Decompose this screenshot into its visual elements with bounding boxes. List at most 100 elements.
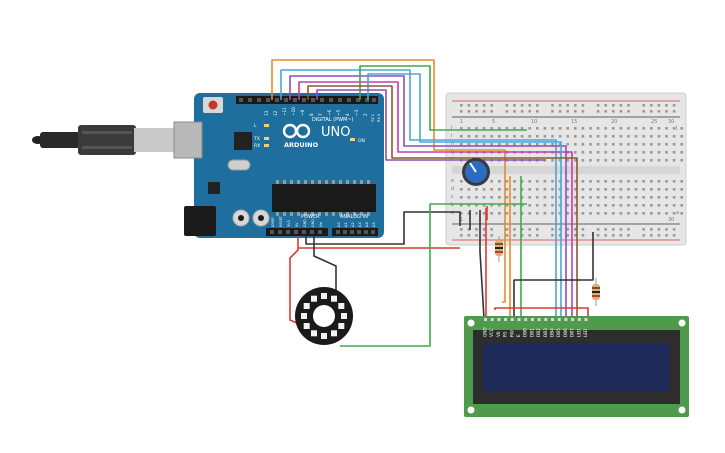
breadboard-hole[interactable] <box>634 212 638 215</box>
breadboard-hole[interactable] <box>672 104 676 107</box>
breadboard-hole[interactable] <box>520 127 524 130</box>
breadboard-hole[interactable] <box>551 234 554 237</box>
breadboard-hole[interactable] <box>642 196 645 199</box>
breadboard-hole[interactable] <box>460 110 463 113</box>
breadboard-hole[interactable] <box>460 212 463 215</box>
breadboard-hole[interactable] <box>612 151 615 154</box>
resistor-2[interactable] <box>592 278 600 306</box>
breadboard-hole[interactable] <box>604 104 607 107</box>
breadboard-hole[interactable] <box>566 188 569 191</box>
breadboard-hole[interactable] <box>574 228 577 231</box>
breadboard-hole[interactable] <box>520 228 524 231</box>
breadboard-hole[interactable] <box>672 159 676 162</box>
breadboard-hole[interactable] <box>551 143 554 146</box>
lcd-pin[interactable] <box>551 318 554 321</box>
breadboard-hole[interactable] <box>596 188 600 191</box>
breadboard-hole[interactable] <box>650 127 653 130</box>
breadboard-hole[interactable] <box>657 212 661 215</box>
breadboard-hole[interactable] <box>460 188 463 191</box>
resistor-1[interactable] <box>495 236 503 262</box>
breadboard-hole[interactable] <box>490 196 493 199</box>
breadboard-hole[interactable] <box>596 127 600 130</box>
breadboard-hole[interactable] <box>665 127 668 130</box>
breadboard-hole[interactable] <box>627 151 630 154</box>
breadboard-hole[interactable] <box>619 110 623 113</box>
breadboard-hole[interactable] <box>581 188 585 191</box>
breadboard-hole[interactable] <box>490 204 493 207</box>
breadboard-hole[interactable] <box>581 151 585 154</box>
breadboard-hole[interactable] <box>680 135 683 138</box>
breadboard-hole[interactable] <box>490 228 493 231</box>
breadboard-hole[interactable] <box>634 135 638 138</box>
breadboard-hole[interactable] <box>650 188 653 191</box>
breadboard-hole[interactable] <box>566 159 569 162</box>
breadboard-hole[interactable] <box>543 180 547 183</box>
breadboard-hole[interactable] <box>467 204 471 207</box>
breadboard-hole[interactable] <box>596 196 600 199</box>
breadboard-hole[interactable] <box>634 127 638 130</box>
breadboard-hole[interactable] <box>612 180 615 183</box>
breadboard-hole[interactable] <box>604 135 607 138</box>
breadboard-hole[interactable] <box>558 135 562 138</box>
breadboard-hole[interactable] <box>475 212 478 215</box>
breadboard-hole[interactable] <box>513 104 516 107</box>
lcd-pin[interactable] <box>584 318 588 321</box>
breadboard-hole[interactable] <box>505 143 509 146</box>
breadboard-hole[interactable] <box>642 110 645 113</box>
breadboard-hole[interactable] <box>551 188 554 191</box>
breadboard-hole[interactable] <box>574 188 577 191</box>
breadboard-hole[interactable] <box>482 234 486 237</box>
breadboard-hole[interactable] <box>528 188 531 191</box>
breadboard-hole[interactable] <box>657 110 661 113</box>
breadboard-hole[interactable] <box>672 127 676 130</box>
breadboard-hole[interactable] <box>589 159 592 162</box>
breadboard-hole[interactable] <box>513 180 516 183</box>
breadboard-hole[interactable] <box>650 180 653 183</box>
breadboard-hole[interactable] <box>505 212 509 215</box>
breadboard-hole[interactable] <box>672 180 676 183</box>
breadboard-hole[interactable] <box>490 188 493 191</box>
breadboard-hole[interactable] <box>475 188 478 191</box>
breadboard-hole[interactable] <box>558 180 562 183</box>
lcd-pin[interactable] <box>530 318 534 321</box>
breadboard-hole[interactable] <box>619 228 623 231</box>
breadboard-hole[interactable] <box>536 234 539 237</box>
breadboard-hole[interactable] <box>650 212 653 215</box>
breadboard-hole[interactable] <box>536 196 539 199</box>
wire-red-lcd-2[interactable] <box>494 307 589 318</box>
breadboard-hole[interactable] <box>642 143 645 146</box>
breadboard-hole[interactable] <box>642 127 645 130</box>
breadboard-hole[interactable] <box>581 180 585 183</box>
breadboard-hole[interactable] <box>498 127 501 130</box>
wire-brown[interactable] <box>307 85 578 318</box>
breadboard-hole[interactable] <box>657 180 661 183</box>
breadboard-hole[interactable] <box>574 234 577 237</box>
breadboard-hole[interactable] <box>513 135 516 138</box>
lcd-pin[interactable] <box>517 318 521 321</box>
breadboard-hole[interactable] <box>490 234 493 237</box>
breadboard-hole[interactable] <box>528 204 531 207</box>
breadboard-hole[interactable] <box>581 104 585 107</box>
breadboard-hole[interactable] <box>536 135 539 138</box>
breadboard-hole[interactable] <box>490 104 493 107</box>
breadboard-hole[interactable] <box>566 180 569 183</box>
breadboard-hole[interactable] <box>657 143 661 146</box>
breadboard-hole[interactable] <box>657 135 661 138</box>
breadboard-hole[interactable] <box>612 104 615 107</box>
breadboard-hole[interactable] <box>581 196 585 199</box>
breadboard-hole[interactable] <box>642 228 645 231</box>
breadboard-hole[interactable] <box>604 151 607 154</box>
breadboard-hole[interactable] <box>574 135 577 138</box>
wire-green-top[interactable] <box>359 65 527 131</box>
breadboard-hole[interactable] <box>460 135 463 138</box>
breadboard-hole[interactable] <box>680 212 683 215</box>
breadboard-hole[interactable] <box>665 204 668 207</box>
breadboard-hole[interactable] <box>581 110 585 113</box>
breadboard-hole[interactable] <box>467 110 471 113</box>
breadboard-hole[interactable] <box>482 204 486 207</box>
breadboard-hole[interactable] <box>672 110 676 113</box>
breadboard-hole[interactable] <box>490 212 493 215</box>
breadboard-hole[interactable] <box>612 127 615 130</box>
breadboard-hole[interactable] <box>672 188 676 191</box>
breadboard-hole[interactable] <box>566 127 569 130</box>
